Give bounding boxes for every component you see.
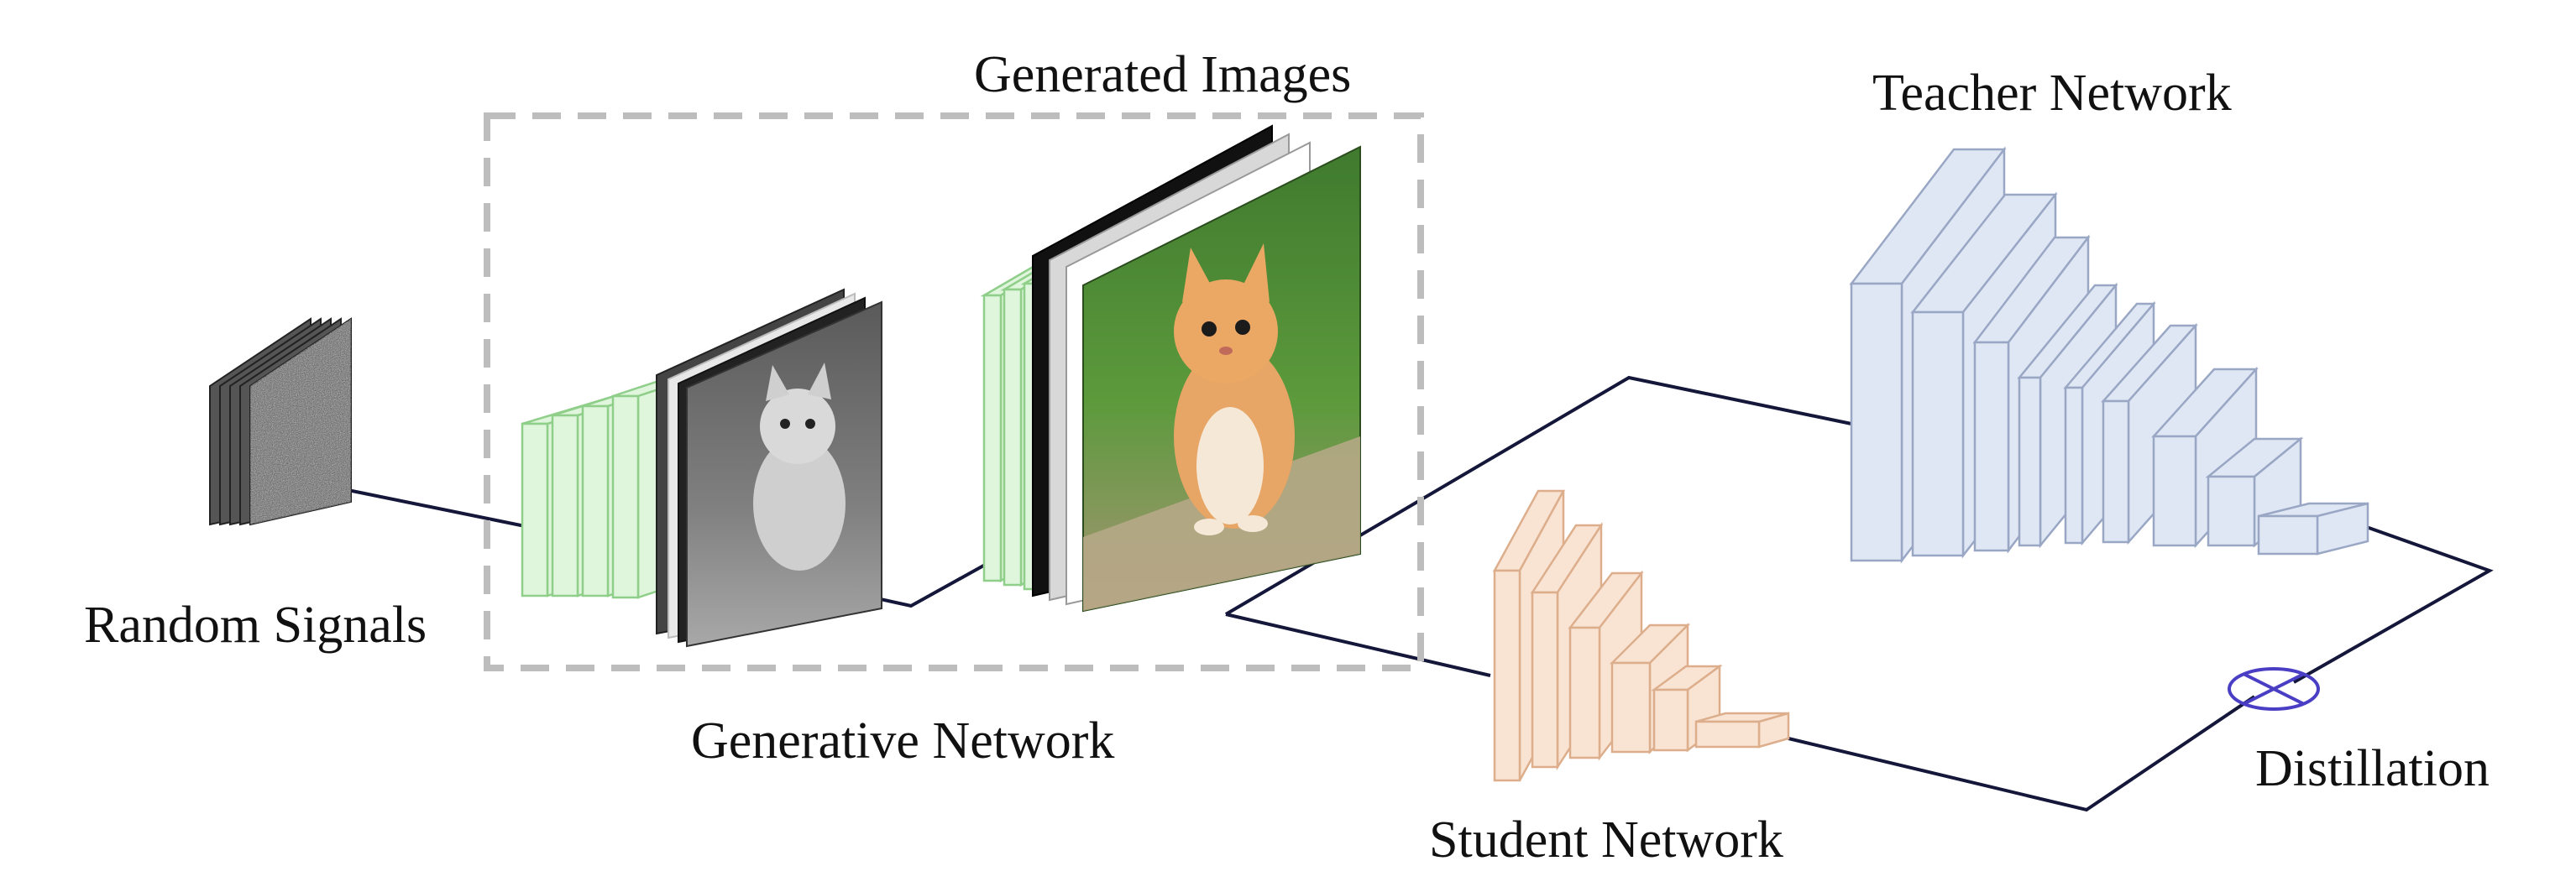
- student-block-6: [1694, 712, 1790, 749]
- label-distillation: Distillation: [2255, 740, 2490, 797]
- generator-dashed-box: [484, 112, 1424, 671]
- connector-noise-to-generator: [322, 483, 530, 529]
- teacher-network-blocks: [1849, 146, 2369, 564]
- teacher-block-9: [2257, 502, 2369, 556]
- label-random-signals: Random Signals: [84, 597, 427, 654]
- label-generated-images: Generated Images: [974, 46, 1352, 103]
- grayscale-image-stack: [656, 288, 882, 648]
- connector-split-to-student: [1225, 613, 1491, 677]
- connector-teacher-to-distillation: [2293, 523, 2494, 684]
- connector-student-to-distillation: [1788, 695, 2256, 812]
- student-block-3: [1568, 570, 1644, 761]
- label-student-network: Student Network: [1429, 811, 1783, 869]
- grayscale-cat-icon: [753, 363, 846, 571]
- label-generative-network: Generative Network: [691, 712, 1115, 770]
- cat-image-stack-icon: [1032, 124, 1361, 613]
- circle-cross-icon: [2228, 667, 2320, 711]
- label-teacher-network: Teacher Network: [1872, 65, 2232, 122]
- noise-stack-icon: [209, 317, 352, 526]
- color-cat-icon: [1174, 243, 1295, 535]
- student-network-blocks: [1492, 489, 1790, 782]
